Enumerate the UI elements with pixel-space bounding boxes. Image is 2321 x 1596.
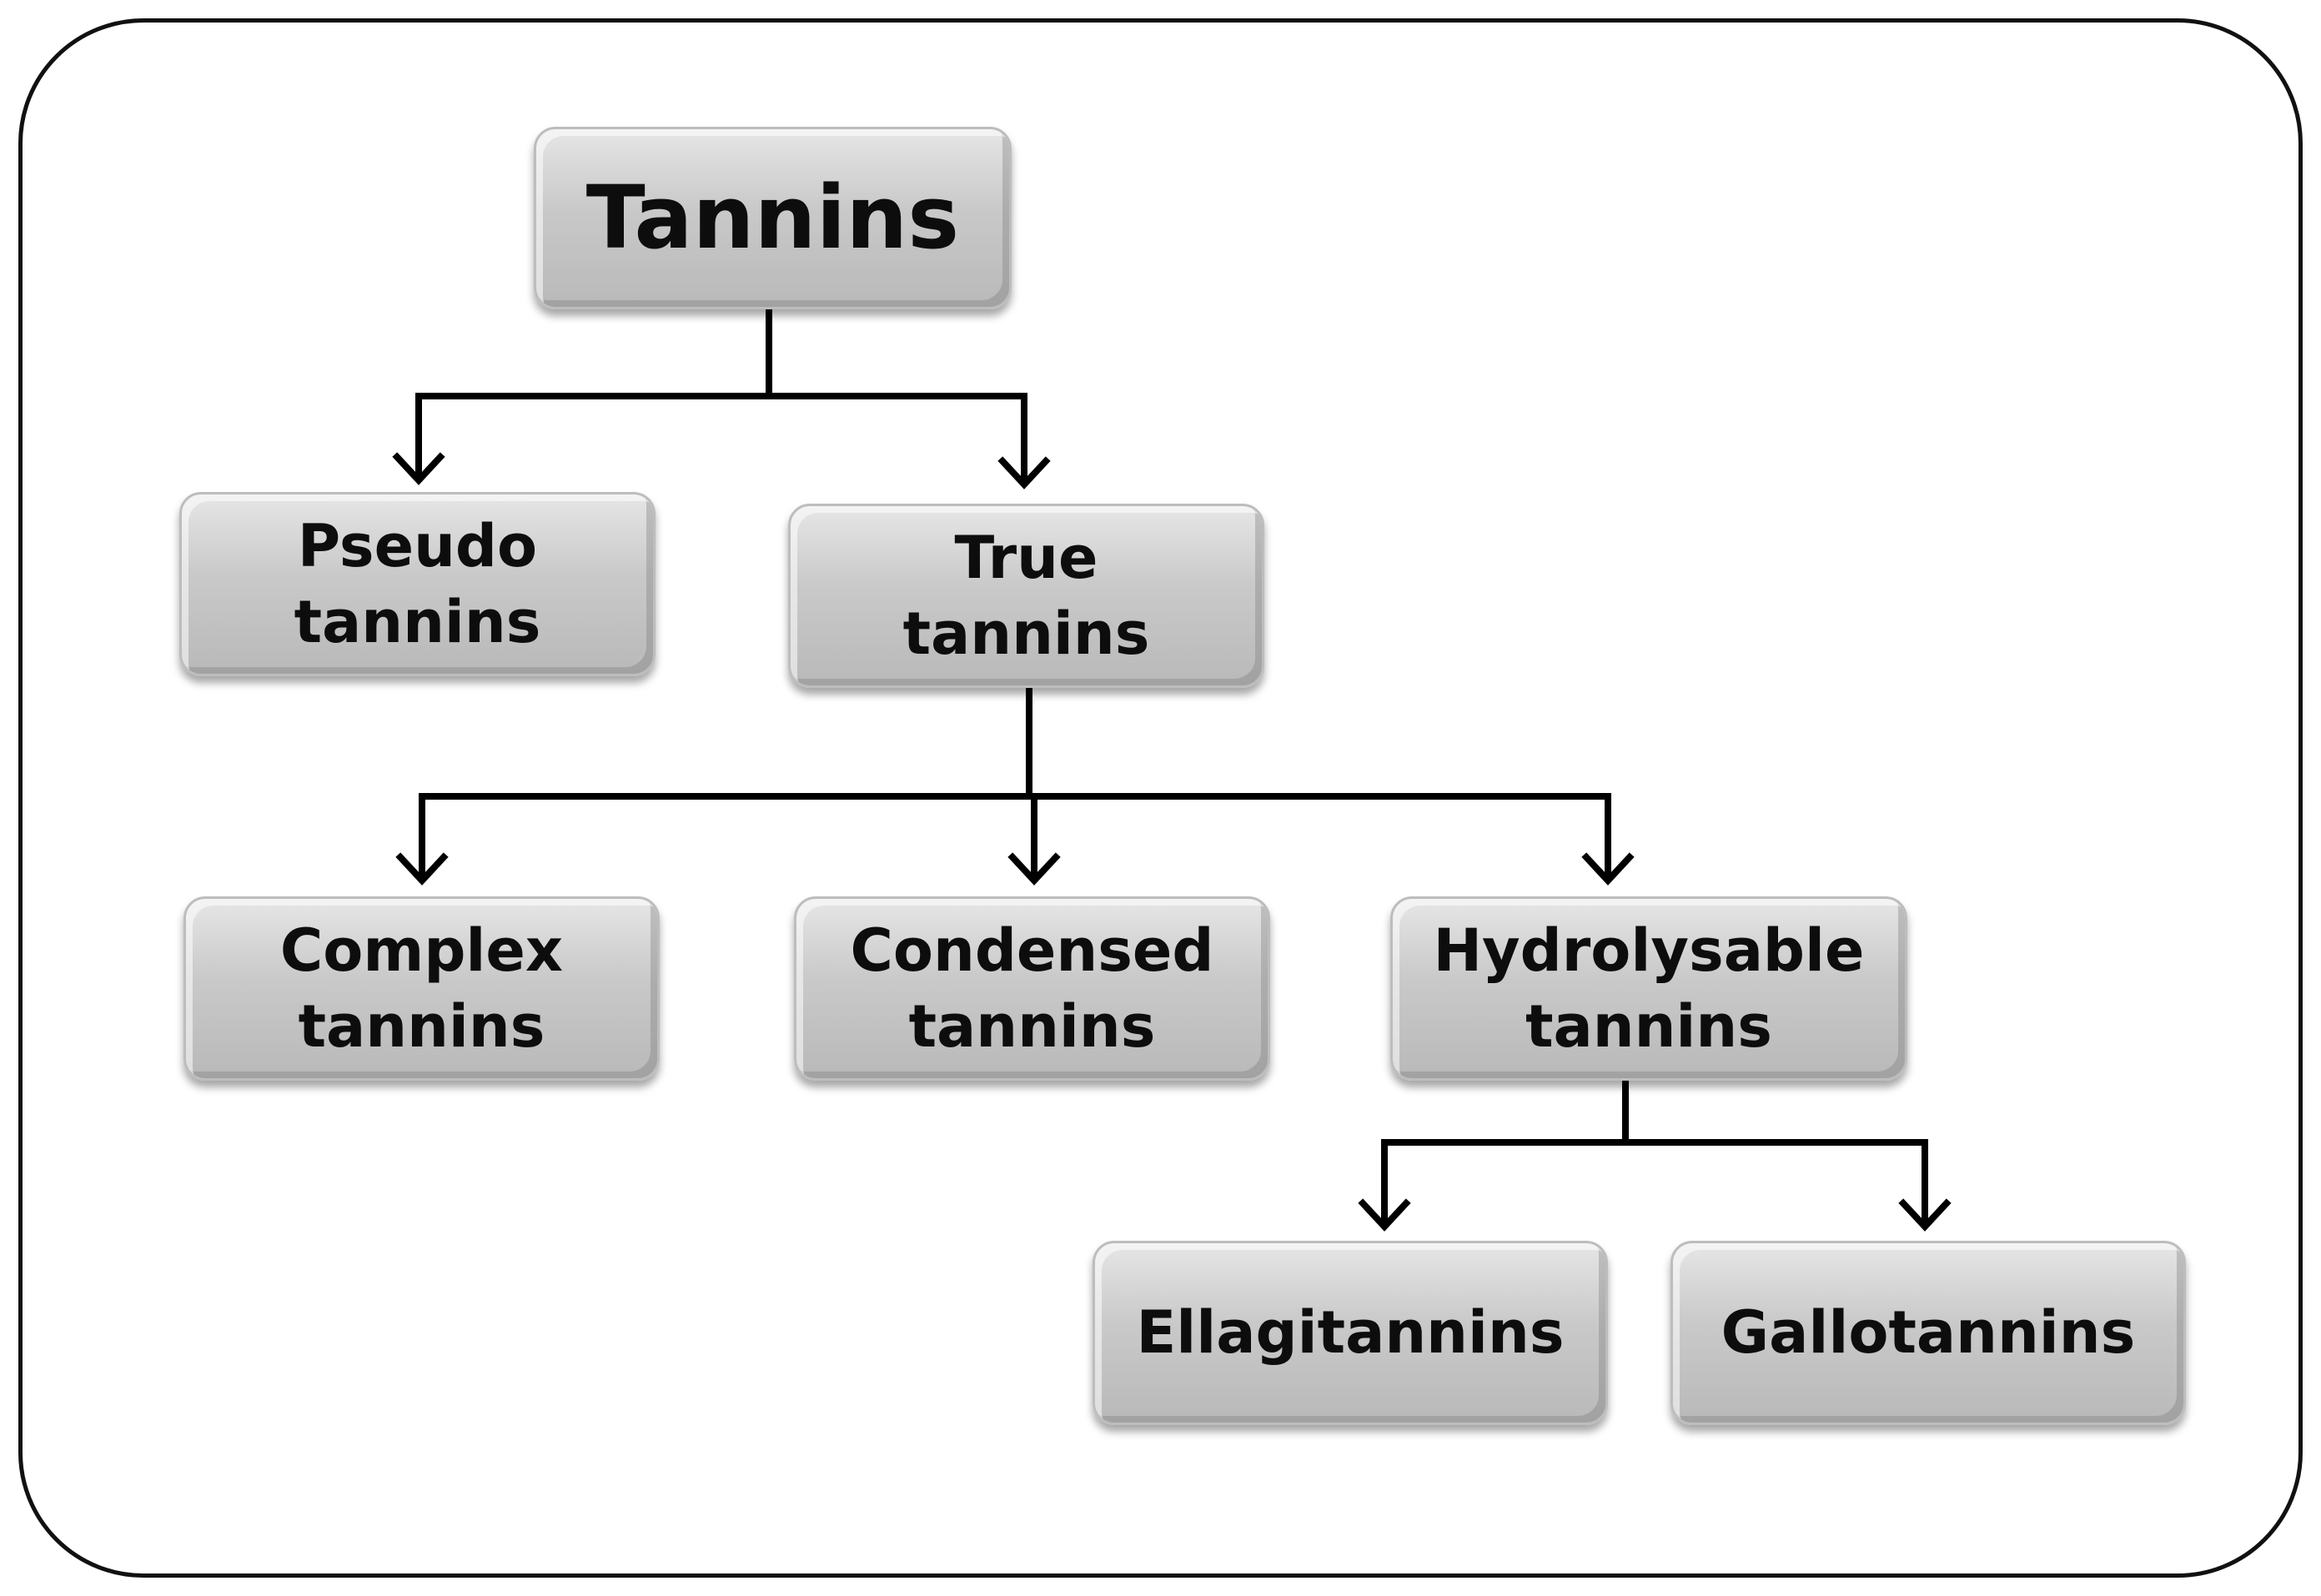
- node-ellagitannins: Ellagitannins: [1093, 1241, 1608, 1425]
- node-complex-line2: tannins: [298, 991, 545, 1061]
- node-ellagitannins-label: Ellagitannins: [1136, 1298, 1565, 1367]
- node-condensed-tannins: Condensed tannins: [794, 896, 1270, 1081]
- node-condensed-line1: Condensed: [850, 916, 1214, 985]
- arrowhead-true: [997, 456, 1051, 489]
- node-complex-line1: Complex: [279, 916, 564, 985]
- arrowhead-gallo: [1898, 1198, 1952, 1232]
- node-hydrolysable-tannins: Hydrolysable tannins: [1390, 896, 1907, 1081]
- node-gallotannins: Gallotannins: [1670, 1241, 2186, 1425]
- arrowhead-ellagi: [1358, 1198, 1411, 1232]
- node-pseudo-line2: tannins: [294, 587, 541, 656]
- node-condensed-line2: tannins: [908, 991, 1156, 1061]
- arrowhead-condensed: [1007, 852, 1061, 886]
- node-true-line2: tannins: [902, 599, 1150, 668]
- node-pseudo-tannins: Pseudo tannins: [179, 492, 656, 676]
- node-pseudo-line1: Pseudo: [297, 511, 538, 580]
- node-hydro-line1: Hydrolysable: [1433, 916, 1865, 985]
- arrowhead-hydro: [1581, 852, 1635, 886]
- node-true-line1: True: [954, 523, 1098, 592]
- node-hydro-line2: tannins: [1525, 991, 1772, 1061]
- node-gallotannins-label: Gallotannins: [1721, 1298, 2136, 1367]
- node-true-tannins: True tannins: [788, 504, 1264, 688]
- node-tannins-label: Tannins: [585, 166, 960, 269]
- node-complex-tannins: Complex tannins: [183, 896, 660, 1081]
- arrowhead-pseudo: [392, 452, 445, 485]
- arrowhead-complex: [395, 852, 449, 886]
- node-tannins: Tannins: [534, 127, 1012, 309]
